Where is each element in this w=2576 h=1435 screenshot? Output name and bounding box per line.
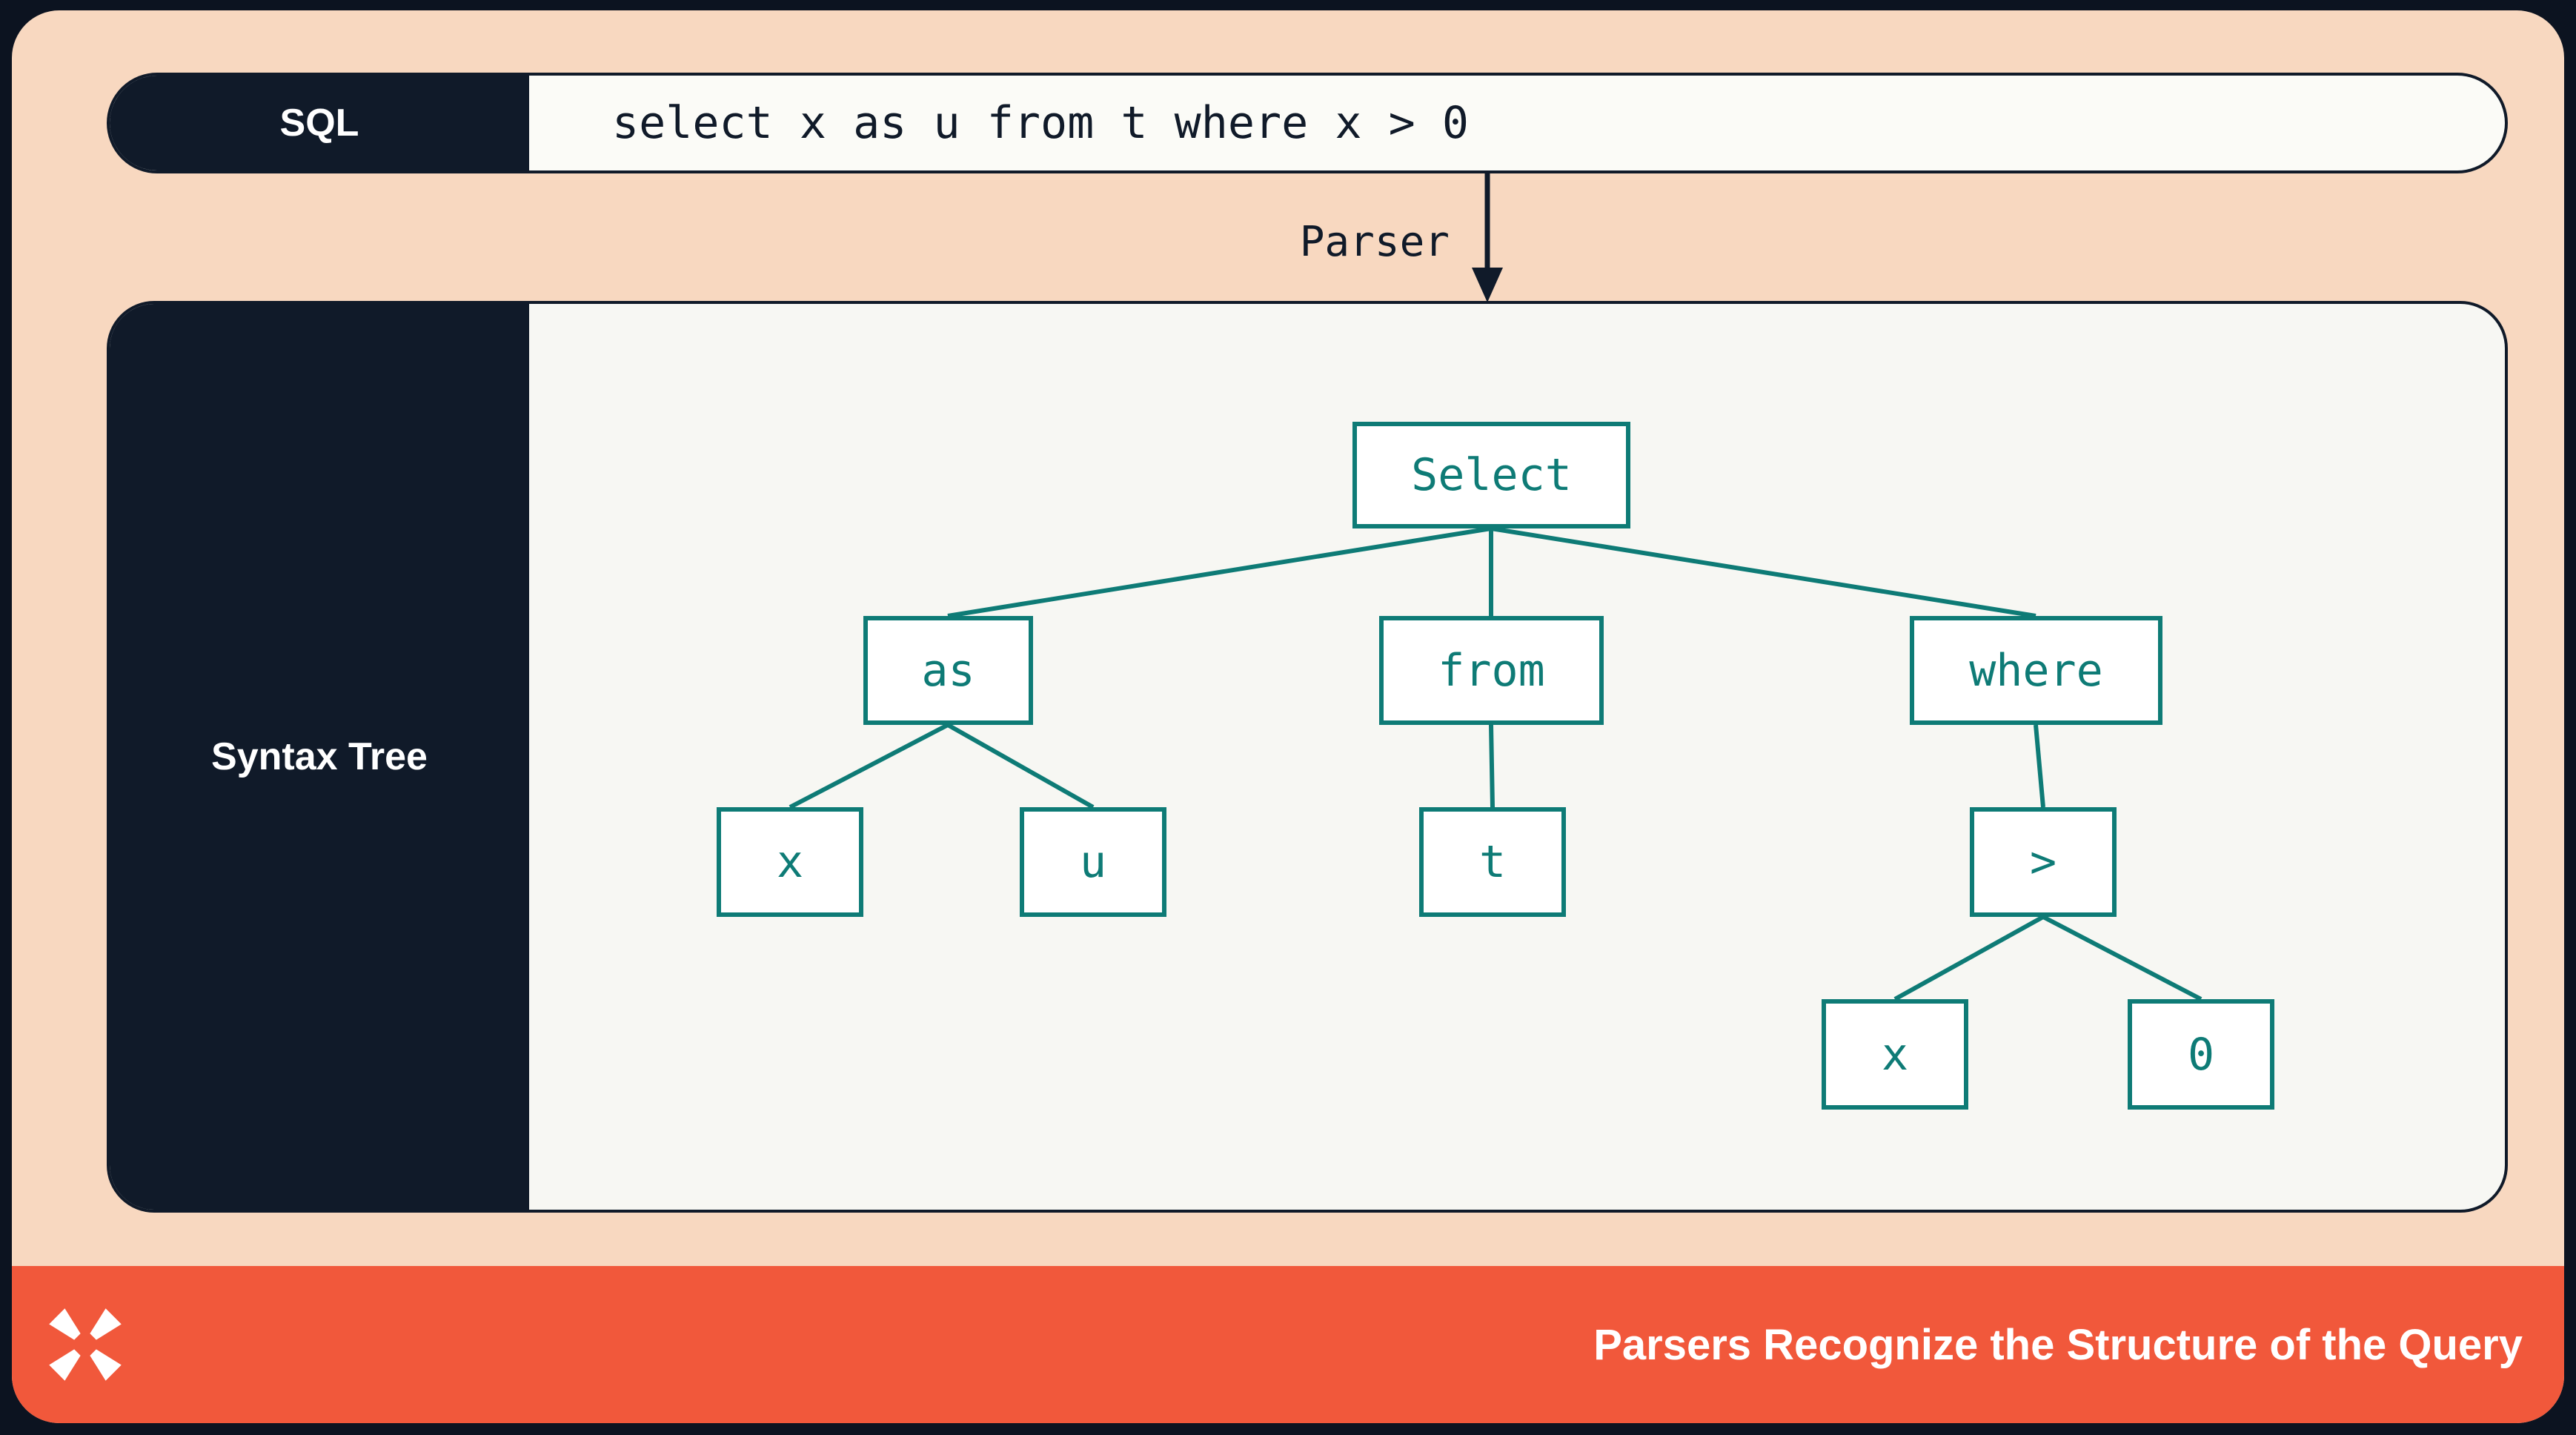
sql-bar-label: SQL — [110, 76, 529, 170]
syntax-tree-panel: Syntax Tree — [110, 304, 529, 1210]
slide-card: SQL select x as u from t where x > 0 Par… — [12, 10, 2564, 1423]
node-from: from — [1379, 616, 1604, 725]
sql-bar: SQL select x as u from t where x > 0 — [107, 73, 2508, 173]
tree-edge-lines — [789, 526, 2202, 1001]
node-x-operand: x — [1822, 999, 1968, 1110]
node-select: Select — [1352, 422, 1630, 528]
parser-label: Parser — [1299, 218, 1450, 266]
node-u: u — [1020, 807, 1166, 917]
syntax-tree-card: Syntax Tree Select as from where x u t > — [107, 301, 2508, 1213]
syntax-tree-panel-label: Syntax Tree — [211, 735, 428, 778]
node-zero: 0 — [2128, 999, 2274, 1110]
footer-title: Parsers Recognize the Structure of the Q… — [1593, 1320, 2523, 1369]
node-as: as — [863, 616, 1033, 725]
x-star-logo-icon — [49, 1308, 122, 1381]
down-arrow-icon — [1472, 173, 1503, 302]
node-x-alias: x — [717, 807, 863, 917]
node-where: where — [1910, 616, 2162, 725]
sql-query-text: select x as u from t where x > 0 — [612, 97, 1469, 149]
node-t: t — [1419, 807, 1566, 917]
footer-bar: Parsers Recognize the Structure of the Q… — [12, 1266, 2564, 1423]
node-greater-than: > — [1970, 807, 2117, 917]
